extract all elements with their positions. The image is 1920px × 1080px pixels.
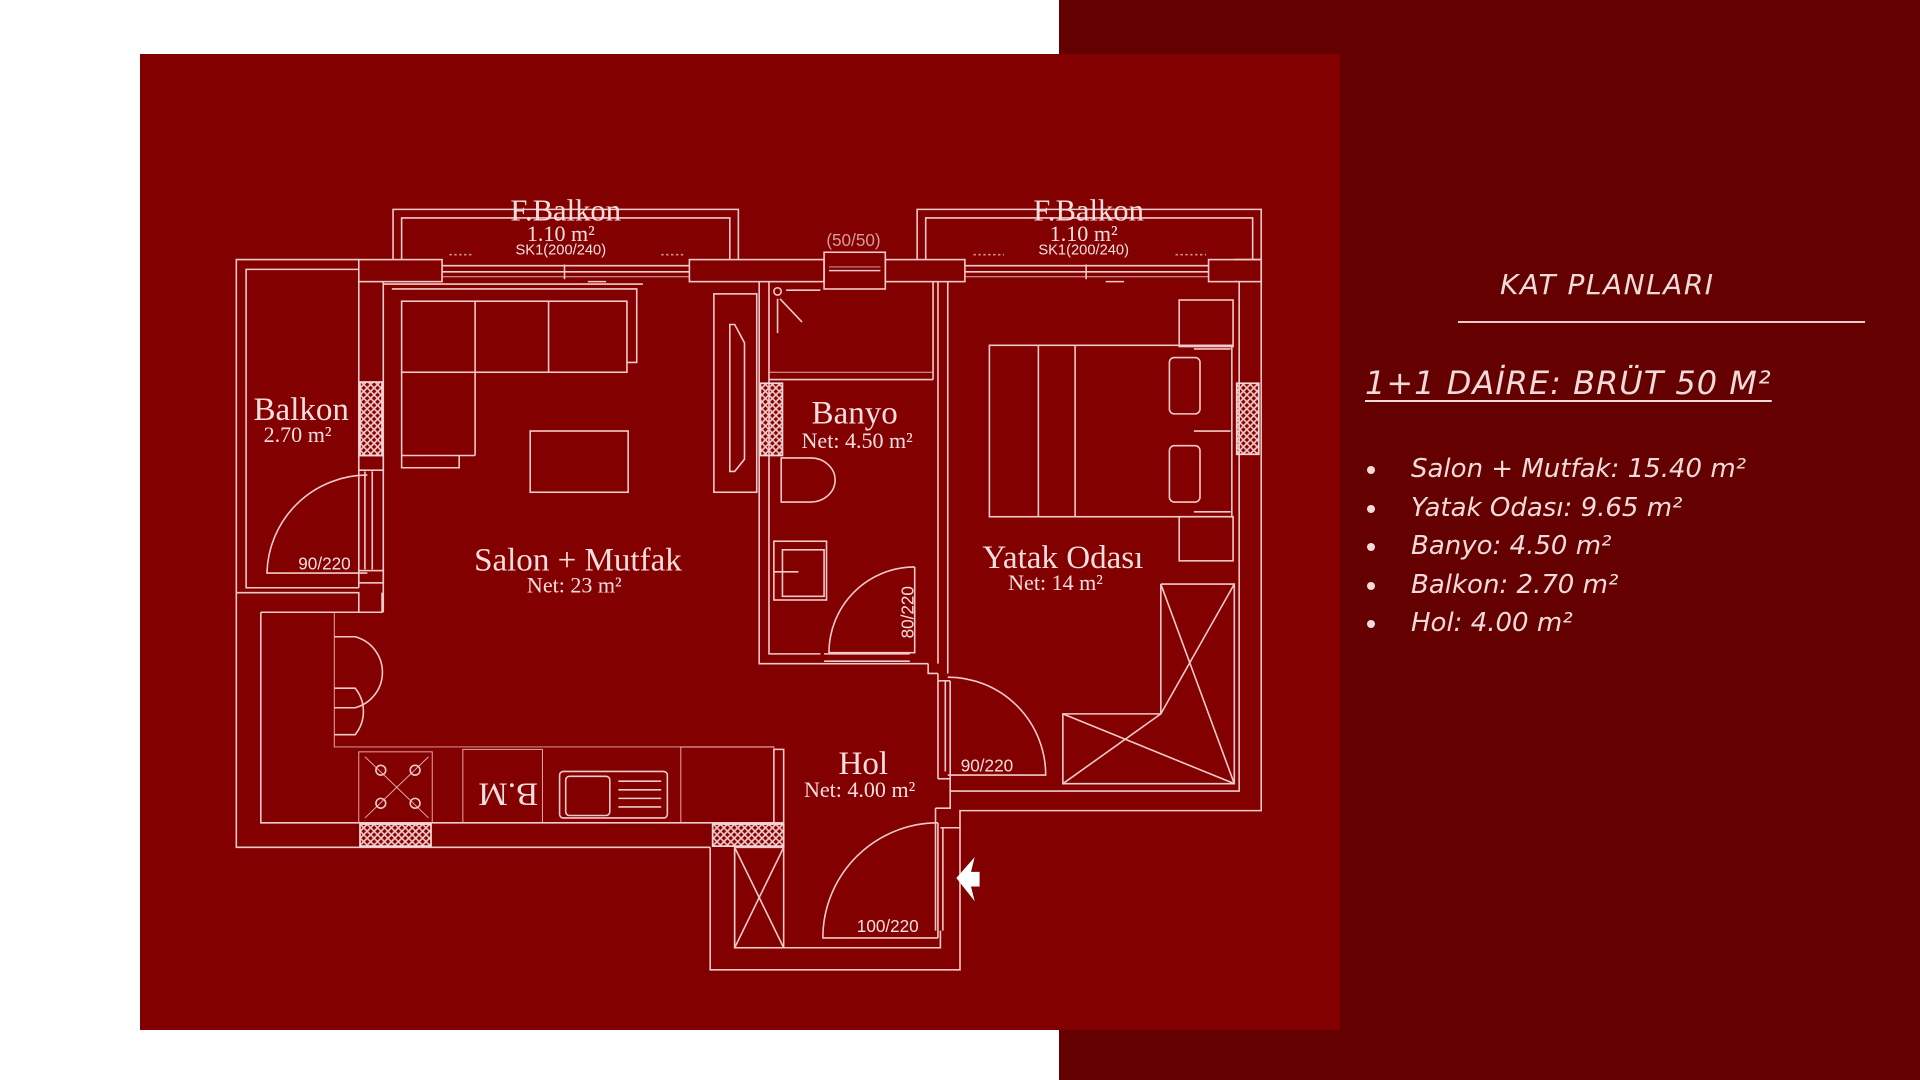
bullet-icon bbox=[1367, 504, 1375, 513]
interior-walls bbox=[357, 281, 951, 931]
salon-area: Net: 23 m² bbox=[527, 573, 622, 598]
exterior-walls bbox=[235, 258, 1263, 971]
balkon-label: Balkon bbox=[253, 392, 349, 428]
list-item: Hol: 4.00 m² bbox=[1360, 604, 1746, 643]
entrance-door-size: 100/220 bbox=[857, 916, 919, 936]
balkon-area: 2.70 m² bbox=[264, 422, 332, 447]
top-walls bbox=[357, 251, 1263, 613]
floor-plan-panel bbox=[140, 54, 1340, 1030]
banyo-door-size: 80/220 bbox=[897, 586, 917, 638]
banyo-area: Net: 4.50 m² bbox=[802, 428, 914, 453]
section-title: KAT PLANLARI bbox=[1500, 268, 1715, 301]
list-item: Banyo: 4.50 m² bbox=[1360, 527, 1746, 566]
service-shaft bbox=[733, 846, 785, 949]
bathroom-fixtures bbox=[773, 286, 836, 601]
list-item: Salon + Mutfak: 15.40 m² bbox=[1360, 450, 1746, 489]
yatak-door-size: 90/220 bbox=[961, 755, 1013, 775]
area-label: Hol: 4.00 m² bbox=[1411, 608, 1573, 638]
bullet-icon bbox=[1367, 620, 1375, 628]
appliance-label: B.M bbox=[478, 776, 538, 812]
hol-label: Hol bbox=[838, 746, 888, 782]
structural-columns bbox=[359, 381, 1260, 847]
fbalkon-left-label: F.Balkon bbox=[510, 193, 621, 227]
list-item: Balkon: 2.70 m² bbox=[1360, 566, 1746, 605]
bullet-icon bbox=[1367, 543, 1375, 551]
area-label: Salon + Mutfak: 15.40 m² bbox=[1411, 454, 1747, 484]
title-divider bbox=[1458, 321, 1865, 323]
hol-area: Net: 4.00 m² bbox=[804, 777, 916, 802]
bathroom-window-size: (50/50) bbox=[826, 230, 880, 250]
fbalkon-right-label: F.Balkon bbox=[1033, 193, 1144, 227]
list-item: Yatak Odası: 9.65 m² bbox=[1360, 489, 1746, 528]
area-label: Yatak Odası: 9.65 m² bbox=[1411, 492, 1683, 523]
area-list: Salon + Mutfak: 15.40 m² Yatak Odası: 9.… bbox=[1360, 450, 1746, 643]
kitchen-furniture bbox=[333, 612, 775, 824]
fbalkon-left-area: 1.10 m² bbox=[527, 221, 595, 246]
fbalkon-right-window: SK1(200/240) bbox=[1038, 243, 1129, 259]
unit-title: 1+1 DAİRE: BRÜT 50 M² bbox=[1365, 364, 1772, 402]
bullet-icon bbox=[1367, 466, 1375, 474]
bedroom-furniture bbox=[988, 299, 1236, 785]
door-swings bbox=[266, 474, 1047, 939]
yatak-label: Yatak Odası bbox=[982, 540, 1143, 576]
living-furniture bbox=[391, 288, 758, 494]
bullet-icon bbox=[1367, 581, 1375, 590]
banyo-label: Banyo bbox=[812, 396, 898, 432]
fbalkon-right-area: 1.10 m² bbox=[1050, 221, 1118, 246]
salon-label: Salon + Mutfak bbox=[474, 543, 682, 579]
area-label: Balkon: 2.70 m² bbox=[1411, 569, 1619, 600]
balkon-door-size: 90/220 bbox=[298, 553, 350, 573]
french-balconies bbox=[392, 208, 1263, 260]
area-label: Banyo: 4.50 m² bbox=[1411, 531, 1612, 561]
yatak-area: Net: 14 m² bbox=[1008, 570, 1103, 595]
entrance-arrow-icon bbox=[956, 857, 980, 902]
fbalkon-left-window: SK1(200/240) bbox=[515, 243, 606, 259]
